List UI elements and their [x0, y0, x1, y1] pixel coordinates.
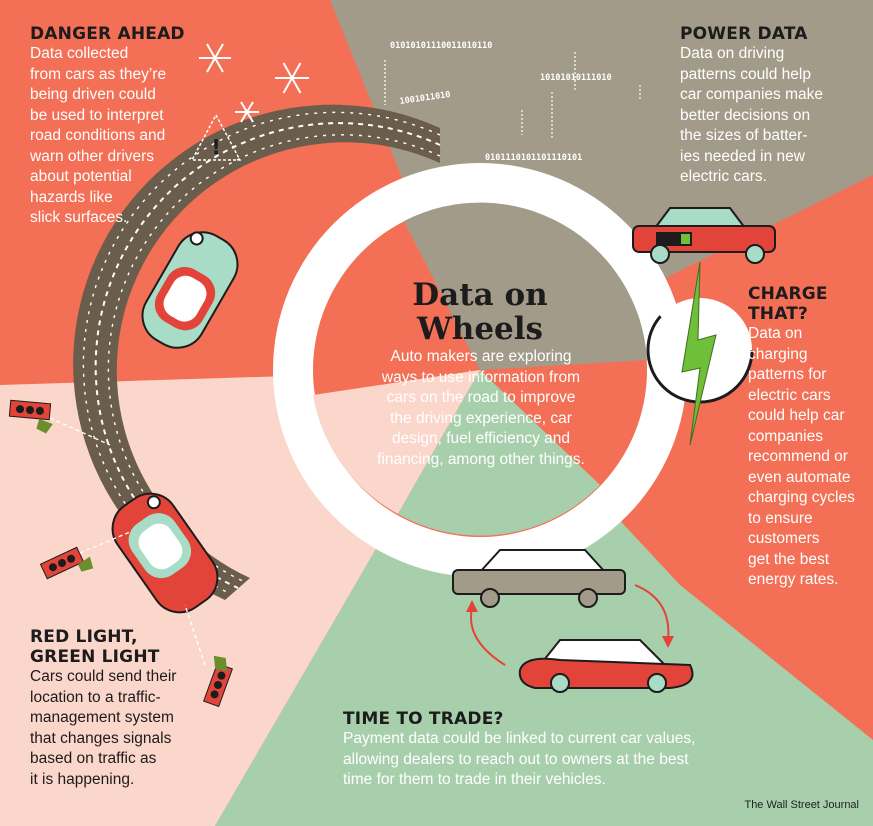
svg-text:10101010111010: 10101010111010 [540, 73, 612, 83]
warning-icon: ! [190, 113, 242, 161]
svg-text:0011: 0011 [611, 256, 631, 266]
green-car [141, 231, 239, 349]
lightning-bolt-icon [646, 261, 754, 446]
svg-text:0101110101101110101: 0101110101101110101 [485, 153, 582, 163]
credit-line: The Wall Street Journal [744, 799, 859, 811]
section-danger-ahead: DANGER AHEAD Data collected from cars as… [30, 24, 210, 229]
section-body: Data on driving patterns could help car … [680, 45, 824, 185]
section-title: CHARGE THAT? [748, 284, 828, 324]
road-arc [73, 104, 440, 601]
traffic-light-icon [8, 399, 233, 708]
wedge-time-to-trade [215, 370, 873, 826]
section-title: TIME TO TRADE? [343, 709, 504, 729]
svg-text:01110100: 01110100 [548, 193, 589, 203]
section-power-data: POWER DATA Data on driving patterns coul… [680, 24, 870, 188]
trade-car-red [518, 639, 694, 693]
section-red-light-green-light: RED LIGHT, GREEN LIGHT Cars could send t… [30, 627, 230, 790]
center-body: Auto makers are exploring ways to use in… [377, 348, 585, 468]
trade-car-gray [452, 549, 626, 608]
inner-wedge-taupe [404, 202, 647, 370]
section-title: DANGER AHEAD [30, 24, 185, 44]
section-title: RED LIGHT, GREEN LIGHT [30, 627, 160, 667]
red-car [111, 492, 219, 614]
inner-wedge-peach [313, 370, 480, 514]
section-body: Data collected from cars as they’re bein… [30, 45, 167, 226]
section-body: Data on charging patterns for electric c… [748, 325, 855, 588]
section-body: Cars could send their location to a traf… [30, 668, 177, 788]
svg-text:01010101110011010110: 01010101110011010110 [390, 41, 492, 51]
section-charge-that: CHARGE THAT? Data on charging patterns f… [748, 284, 873, 591]
center-title: Data on Wheels [412, 277, 548, 347]
section-body: Payment data could be linked to current … [343, 730, 696, 788]
road-lane-dashes [94, 122, 441, 589]
section-time-to-trade: TIME TO TRADE? Payment data could be lin… [343, 709, 723, 791]
section-title: POWER DATA [680, 24, 808, 44]
svg-text:!: ! [211, 135, 220, 159]
electric-car [632, 207, 776, 264]
svg-text:101101: 101101 [601, 214, 611, 245]
cycle-arrow-icon [466, 584, 674, 666]
inner-wedge-sage [398, 370, 600, 536]
snowflake-icon [199, 43, 309, 123]
